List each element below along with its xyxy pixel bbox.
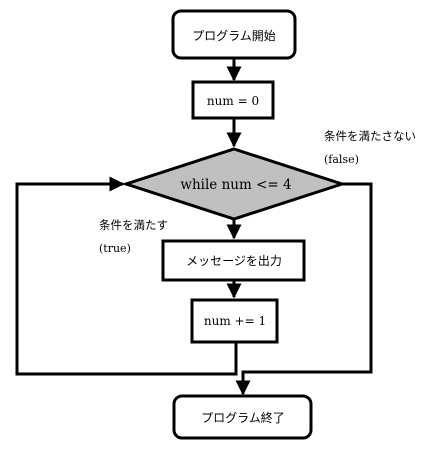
arrow-condition-to-end bbox=[235, 182, 373, 396]
false-branch-label: 条件を満たさない bbox=[324, 129, 416, 143]
init-label: num = 0 bbox=[207, 94, 259, 108]
condition-node: while num <= 4 bbox=[121, 147, 347, 221]
true-branch-sublabel: (true) bbox=[99, 242, 131, 255]
true-branch-label: 条件を満たす bbox=[99, 218, 168, 232]
init-node: num = 0 bbox=[191, 80, 275, 120]
start-node: プログラム開始 bbox=[171, 9, 297, 60]
start-label: プログラム開始 bbox=[192, 29, 276, 43]
increment-label: num += 1 bbox=[204, 314, 266, 328]
output-node: メッセージを出力 bbox=[161, 239, 306, 282]
end-label: プログラム終了 bbox=[201, 410, 285, 425]
end-node: プログラム終了 bbox=[172, 394, 313, 440]
output-label: メッセージを出力 bbox=[186, 254, 282, 268]
condition-label: while num <= 4 bbox=[180, 177, 291, 193]
increment-node: num += 1 bbox=[190, 298, 279, 344]
false-branch-sublabel: (false) bbox=[324, 153, 359, 166]
arrow-loop-back bbox=[15, 176, 238, 376]
